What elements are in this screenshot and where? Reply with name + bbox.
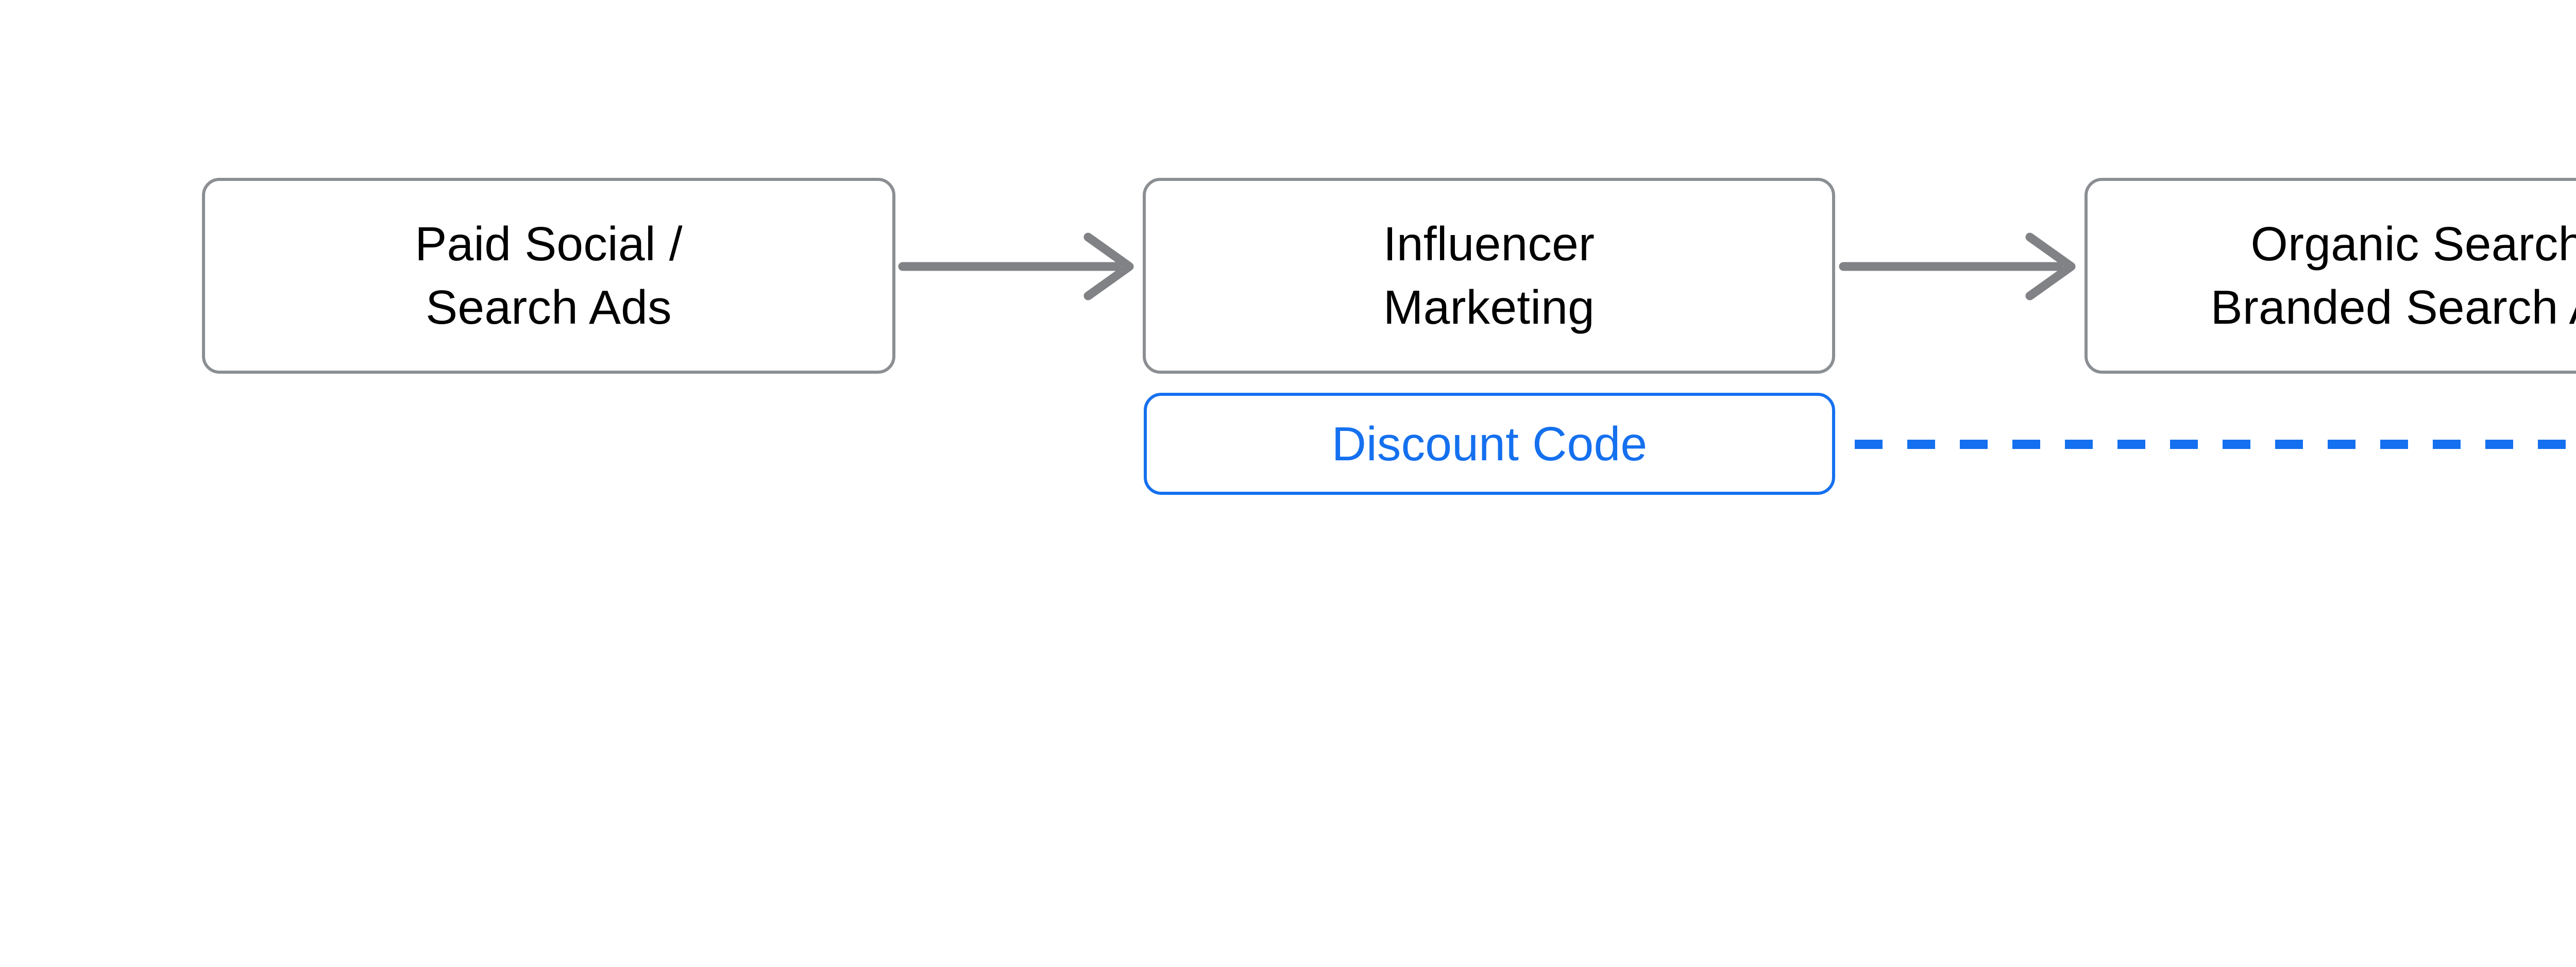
node-paid-social-label: Paid Social / Search Ads: [415, 217, 683, 334]
edge-paid-to-influencer: [898, 232, 1134, 301]
edge-influencer-to-organic: [1839, 232, 2076, 301]
arrowhead-right-icon: [1083, 232, 1134, 301]
node-organic-search-label: Organic Search / Branded Search Ads: [2210, 217, 2576, 334]
node-paid-social[interactable]: Paid Social / Search Ads: [202, 178, 895, 374]
node-influencer-marketing[interactable]: Influencer Marketing: [1143, 178, 1835, 374]
node-discount-code[interactable]: Discount Code: [1144, 393, 1835, 495]
node-discount-code-label: Discount Code: [1331, 416, 1648, 471]
edge-dashed-line: [1855, 440, 2576, 449]
arrowhead-right-icon: [2025, 232, 2076, 301]
node-organic-search[interactable]: Organic Search / Branded Search Ads: [2084, 178, 2576, 374]
edge-discount-to-trial: [1855, 440, 2576, 449]
node-influencer-marketing-label: Influencer Marketing: [1383, 217, 1595, 334]
